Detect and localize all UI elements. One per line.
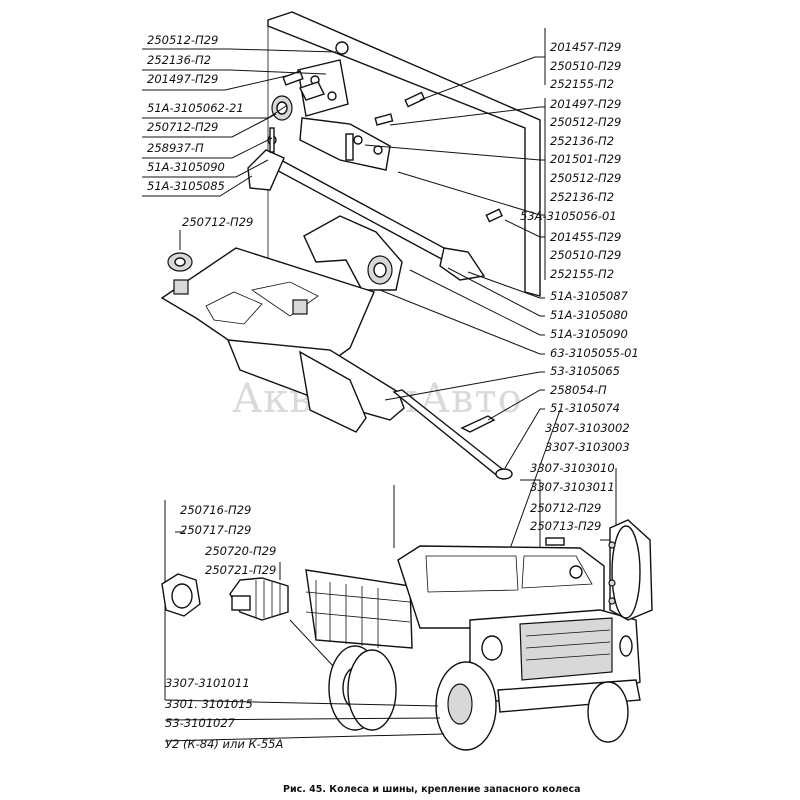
label-250712-p29-r2: 250712-П29 bbox=[530, 501, 601, 515]
leader-lines-right bbox=[364, 28, 617, 541]
label-250512-p29-r: 250512-П29 bbox=[550, 115, 621, 129]
label-3307-3103002: 3307-3103002 bbox=[545, 421, 630, 435]
label-252155-p2: 252155-П2 bbox=[550, 77, 614, 91]
upper-bracket bbox=[271, 41, 349, 121]
label-250510-p29: 250510-П29 bbox=[550, 59, 621, 73]
carrier-bracket bbox=[303, 215, 403, 301]
label-250716-p29: 250716-П29 bbox=[180, 503, 251, 517]
label-201455-p29: 201455-П29 bbox=[550, 230, 621, 244]
label-250720-p29: 250720-П29 bbox=[205, 544, 276, 558]
tie-rod bbox=[299, 350, 513, 480]
label-252136-p2: 252136-П2 bbox=[147, 53, 211, 67]
leader-lines-left bbox=[142, 48, 337, 250]
label-250512-p29-r2: 250512-П29 bbox=[550, 171, 621, 185]
label-3307-3103003: 3307-3103003 bbox=[545, 440, 630, 454]
label-250512-p29: 250512-П29 bbox=[147, 33, 218, 47]
leader-lines-bottom bbox=[164, 699, 445, 742]
label-252155-p2-r: 252155-П2 bbox=[550, 267, 614, 281]
part-number-labels: 250512-П29 252136-П2 201497-П29 51А-3105… bbox=[147, 33, 639, 751]
label-258054-p: 258054-П bbox=[550, 383, 607, 397]
label-51a-3105090: 51А-3105090 bbox=[147, 160, 225, 174]
label-201497-p29-r: 201497-П29 bbox=[550, 97, 621, 111]
label-63-3105055-01: 63-3105055-01 bbox=[550, 346, 639, 360]
label-201497-p29: 201497-П29 bbox=[147, 72, 218, 86]
label-51a-3105085: 51А-3105085 bbox=[147, 179, 225, 193]
label-3307-3101011: 3307-3101011 bbox=[165, 676, 250, 690]
wheel-nut bbox=[161, 573, 201, 617]
label-51a-3105090-r: 51А-3105090 bbox=[550, 327, 628, 341]
right-bracket-plate bbox=[299, 91, 426, 171]
label-250721-p29: 250721-П29 bbox=[205, 563, 276, 577]
label-51a-3105062-21: 51А-3105062-21 bbox=[147, 101, 244, 115]
label-250510-p29-r: 250510-П29 bbox=[550, 248, 621, 262]
label-51a-3105080: 51А-3105080 bbox=[550, 308, 628, 322]
label-51a-3105087: 51А-3105087 bbox=[550, 289, 629, 303]
label-250717-p29: 250717-П29 bbox=[180, 523, 251, 537]
label-252136-p2-r: 252136-П2 bbox=[550, 134, 614, 148]
label-250712-p29: 250712-П29 bbox=[147, 120, 218, 134]
label-201457-p29: 201457-П29 bbox=[550, 40, 621, 54]
label-53-3101027: 53-3101027 bbox=[165, 716, 236, 730]
figure-caption: Рис. 45. Колеса и шины, крепление запасн… bbox=[283, 784, 581, 795]
label-53a-3105056-01: 53А-3105056-01 bbox=[520, 209, 617, 223]
label-3307-3103011: 3307-3103011 bbox=[530, 480, 615, 494]
pivot-shaft bbox=[247, 127, 503, 281]
label-250712-p29-b: 250712-П29 bbox=[182, 215, 253, 229]
label-258937-p: 258937-П bbox=[147, 141, 204, 155]
label-51-3105074: 51-3105074 bbox=[550, 401, 620, 415]
label-3301-3101015: 3301. 3101015 bbox=[165, 697, 253, 711]
truck-illustration bbox=[305, 519, 653, 751]
label-252136-p2-r2: 252136-П2 bbox=[550, 190, 614, 204]
label-201501-p29: 201501-П29 bbox=[550, 152, 621, 166]
label-250713-p29: 250713-П29 bbox=[530, 519, 601, 533]
label-tire-model: У2 (К-84) или К-55А bbox=[165, 737, 283, 751]
label-3307-3103010: 3307-3103010 bbox=[530, 461, 615, 475]
wheel-stud-nut bbox=[229, 577, 289, 621]
frame-side-member bbox=[267, 11, 541, 300]
label-53-3105065: 53-3105065 bbox=[550, 364, 620, 378]
